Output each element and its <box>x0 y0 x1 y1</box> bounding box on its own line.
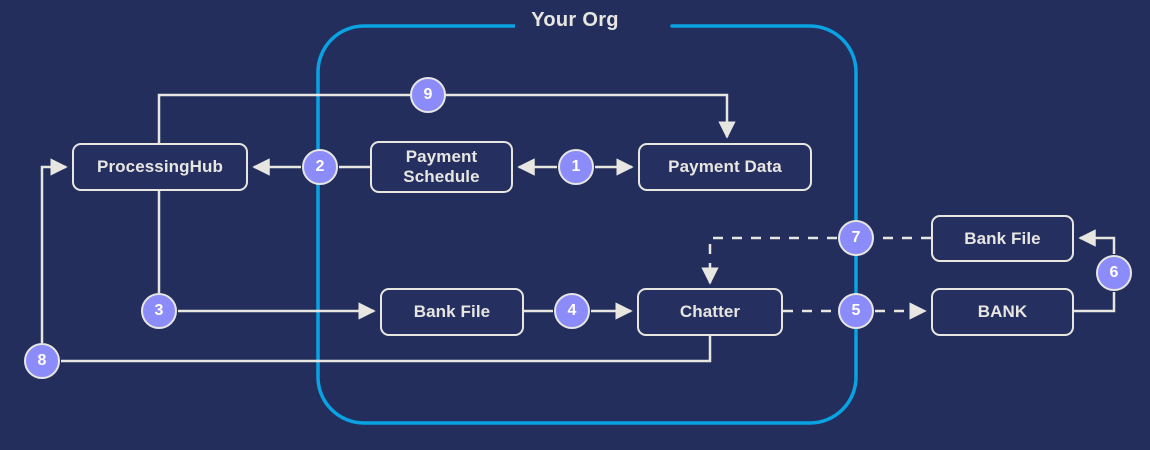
step-badge-9[interactable]: 9 <box>410 77 446 113</box>
step-badge-7[interactable]: 7 <box>838 220 874 256</box>
node-chatter[interactable]: Chatter <box>637 288 783 336</box>
step-badge-5[interactable]: 5 <box>838 293 874 329</box>
step-badge-6[interactable]: 6 <box>1096 255 1132 291</box>
connector-8-up <box>40 158 68 343</box>
node-payment-schedule[interactable]: Payment Schedule <box>370 141 513 193</box>
step-badge-1[interactable]: 1 <box>558 149 594 185</box>
node-label: BANK <box>977 302 1028 322</box>
connector-6-upper <box>1078 229 1116 254</box>
node-label: Bank File <box>413 302 491 322</box>
step-number: 8 <box>37 352 47 369</box>
step-number: 9 <box>423 86 433 103</box>
connector-7-left <box>701 236 837 285</box>
node-label: Chatter <box>679 302 741 322</box>
step-number: 6 <box>1109 264 1119 281</box>
node-bank-file-outside[interactable]: Bank File <box>931 215 1074 262</box>
step-badge-8[interactable]: 8 <box>24 343 60 379</box>
connector-6-lower <box>1074 292 1116 313</box>
node-label-line-1: Payment <box>405 147 478 167</box>
node-bank-file-inside[interactable]: Bank File <box>380 288 524 336</box>
step-badge-3[interactable]: 3 <box>141 293 177 329</box>
connector-8-run <box>61 336 712 363</box>
node-label: Bank File <box>964 228 1041 248</box>
node-processing-hub[interactable]: ProcessingHub <box>72 143 248 191</box>
step-number: 1 <box>571 158 581 175</box>
node-label: Payment Data <box>668 157 782 177</box>
step-number: 2 <box>315 158 325 175</box>
org-boundary-path <box>316 24 858 425</box>
step-badge-4[interactable]: 4 <box>554 293 590 329</box>
step-number: 7 <box>851 229 861 246</box>
step-number: 3 <box>154 302 164 319</box>
node-payment-data[interactable]: Payment Data <box>638 143 812 191</box>
step-number: 4 <box>567 302 577 319</box>
node-label: ProcessingHub <box>97 157 223 177</box>
node-bank[interactable]: BANK <box>931 288 1074 336</box>
step-badge-2[interactable]: 2 <box>302 149 338 185</box>
node-label-line-2: Schedule <box>403 167 480 186</box>
org-boundary-label: Your Org <box>0 9 1150 32</box>
step-number: 5 <box>851 302 861 319</box>
